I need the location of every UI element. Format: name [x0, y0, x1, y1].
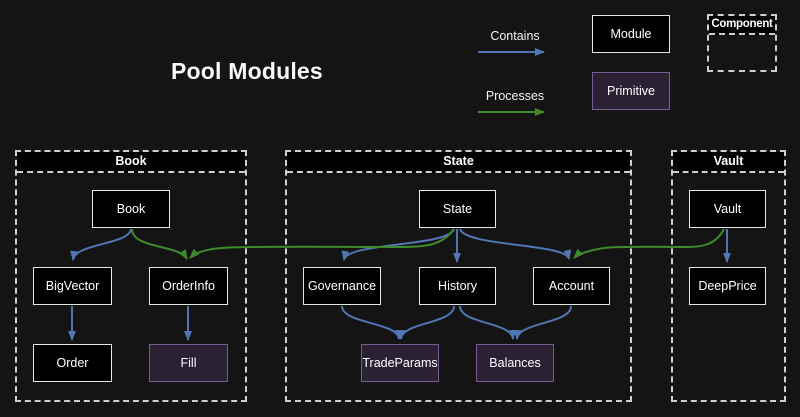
node-book: Book [92, 190, 170, 228]
node-deepprice: DeepPrice [689, 267, 766, 305]
edge-history-tradeparams [397, 305, 455, 340]
legend-processes-label: Processes [485, 89, 545, 103]
edge-account-balances [513, 305, 572, 340]
node-governance: Governance [303, 267, 381, 305]
node-fill: Fill [149, 344, 228, 382]
edge-state-governance [341, 228, 455, 261]
node-bigvector: BigVector [33, 267, 112, 305]
container-vault-title: Vault [673, 152, 784, 173]
container-state: State [285, 150, 632, 402]
legend-component-box: Component [707, 14, 777, 72]
node-state: State [419, 190, 496, 228]
page-title: Pool Modules [171, 58, 323, 84]
edge-history-balances [459, 305, 517, 340]
container-vault: Vault [671, 150, 786, 402]
node-balances: Balances [476, 344, 554, 382]
container-state-title: State [287, 152, 630, 173]
legend-contains-label: Contains [490, 29, 540, 43]
node-orderinfo: OrderInfo [149, 267, 228, 305]
container-book-title: Book [17, 152, 245, 173]
container-book: Book [15, 150, 247, 402]
edge-book-bigvector [70, 228, 132, 261]
legend-component-title: Component [709, 16, 775, 35]
legend-primitive-box: Primitive [592, 72, 670, 110]
node-vault: Vault [689, 190, 766, 228]
node-history: History [419, 267, 496, 305]
edge-governance-tradeparams [341, 305, 403, 340]
edge-vault-account [573, 228, 725, 259]
edge-state-orderinfo [189, 228, 455, 259]
node-order: Order [33, 344, 112, 382]
legend-module-box: Module [592, 15, 670, 53]
edge-state-account [459, 228, 572, 260]
edge-book-orderinfo [131, 228, 188, 260]
node-account: Account [533, 267, 610, 305]
node-tradeparams: TradeParams [361, 344, 439, 382]
